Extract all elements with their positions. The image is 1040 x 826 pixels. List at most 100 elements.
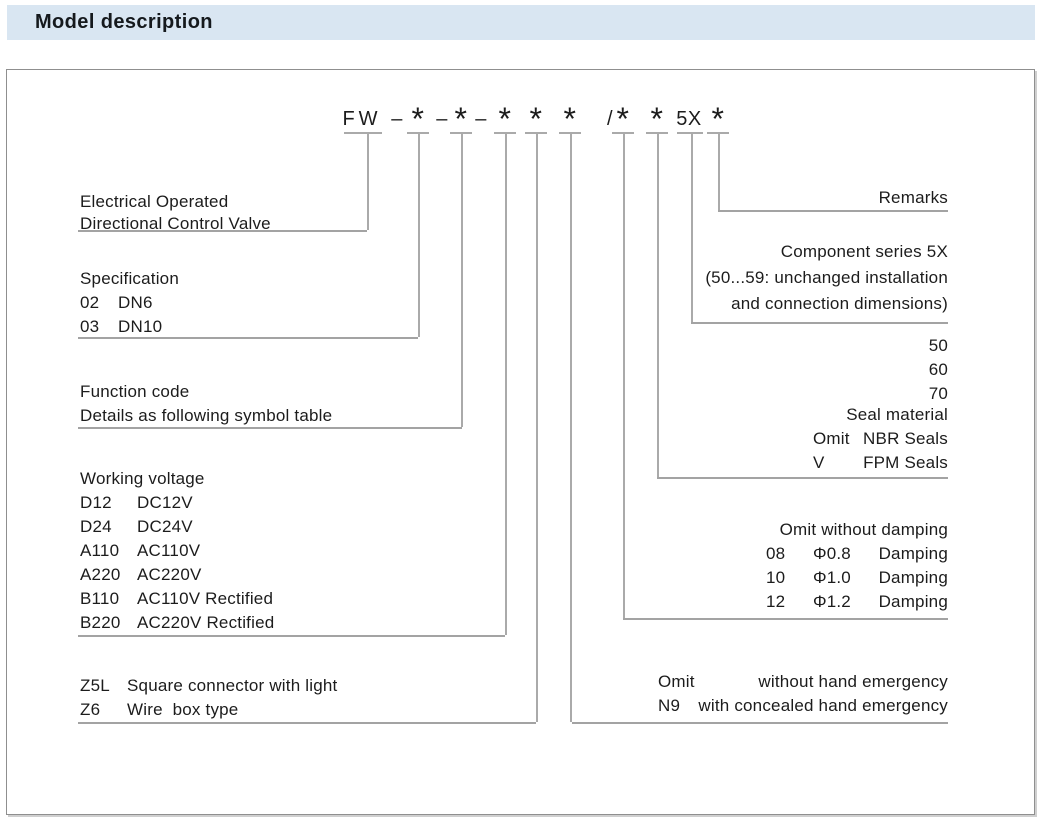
underline-connector [78, 722, 536, 724]
hand-emergency-code: Omit [658, 672, 695, 691]
code-dash-2: – [436, 108, 448, 130]
voltage-desc: AC220V [137, 565, 202, 584]
code-star-3: * [498, 101, 512, 137]
voltage-row: A220 AC220V [80, 563, 202, 587]
hand-emergency-desc: with concealed hand emergency [698, 696, 948, 715]
code-star-6: * [616, 101, 630, 137]
voltage-desc: AC220V Rectified [137, 613, 275, 632]
connector-desc: Wire box type [127, 700, 239, 719]
code-star-7: * [650, 101, 664, 137]
specification-title: Specification [80, 269, 179, 288]
component-series-line2: (50...59: unchanged installation [705, 268, 948, 287]
seal-material-title: Seal material [846, 405, 948, 424]
component-series-line1: Component series 5X [780, 242, 948, 261]
spec-desc: DN6 [118, 293, 153, 312]
tick-fw [344, 132, 382, 134]
code-series-5x: 5X [676, 108, 702, 130]
function-code-line2: Details as following symbol table [80, 406, 333, 425]
voltage-row: A110 AC110V [80, 539, 200, 563]
connector-row: Z5L Square connector with light [80, 674, 337, 698]
stem-working-voltage [505, 133, 507, 635]
underline-damping [623, 618, 948, 620]
voltage-code: A220 [80, 565, 121, 584]
code-star-1: * [411, 101, 425, 137]
valve-label-line2: Directional Control Valve [80, 214, 271, 233]
underline-valve [78, 230, 367, 232]
code-star-2: * [454, 101, 468, 137]
voltage-desc: DC12V [137, 493, 193, 512]
page-title: Model description [35, 11, 213, 33]
hand-emergency-row: N9 with concealed hand emergency [658, 694, 948, 718]
tick-5x [677, 132, 703, 134]
code-dash-1: – [391, 108, 403, 130]
code-dash-3: – [475, 108, 487, 130]
connector-code: Z5L [80, 676, 110, 695]
damping-diameter: Φ1.0 [812, 568, 851, 587]
damping-code: 12 [766, 592, 786, 611]
voltage-desc: AC110V [137, 541, 201, 560]
underline-working-voltage [78, 635, 505, 637]
damping-diameter: Φ0.8 [812, 544, 851, 563]
voltage-code: B110 [80, 589, 120, 608]
code-star-4: * [529, 101, 543, 137]
stem-seal-material [657, 133, 659, 477]
voltage-code: D24 [80, 517, 112, 536]
series-option-60: 60 [928, 360, 948, 379]
damping-label: Damping [878, 592, 948, 611]
content-frame [6, 69, 1035, 815]
stem-specification [418, 133, 420, 337]
spec-code: 03 [80, 317, 100, 336]
stem-fw [367, 133, 369, 230]
code-star-8: * [711, 101, 725, 137]
seal-row: Omit NBR Seals [813, 427, 948, 451]
voltage-row: D12 DC12V [80, 491, 193, 515]
voltage-code: D12 [80, 493, 112, 512]
underline-component-series [691, 322, 948, 324]
stem-hand-emergency [570, 133, 572, 722]
code-slash: / [606, 108, 614, 130]
seal-code: Omit [813, 429, 850, 448]
series-option-50: 50 [928, 336, 948, 355]
component-series-line3: and connection dimensions) [731, 294, 948, 313]
underline-hand-emergency [572, 722, 948, 724]
stem-component-series [691, 133, 693, 322]
damping-title: Omit without damping [779, 520, 948, 539]
voltage-row: B220 AC220V Rectified [80, 611, 274, 635]
stem-connector [536, 133, 538, 722]
voltage-row: D24 DC24V [80, 515, 193, 539]
hand-emergency-desc: without hand emergency [758, 672, 948, 691]
seal-row: V FPM Seals [813, 451, 948, 475]
component-series-block: Component series 5X (50...59: unchanged … [705, 239, 948, 317]
code-prefix-fw: FW [342, 108, 382, 130]
damping-row: 10 Φ1.0 Damping [766, 566, 948, 590]
function-code-line1: Function code [80, 382, 190, 401]
hand-emergency-row: Omit without hand emergency [658, 670, 948, 694]
stem-remarks [718, 133, 720, 210]
connector-desc: Square connector with light [127, 676, 338, 695]
underline-seal-material [657, 477, 948, 479]
damping-label: Damping [878, 544, 948, 563]
underline-function-code [78, 427, 462, 429]
code-star-5: * [563, 101, 577, 137]
seal-desc: NBR Seals [863, 429, 948, 448]
spec-code: 02 [80, 293, 100, 312]
hand-emergency-code: N9 [658, 696, 681, 715]
connector-row: Z6 Wire box type [80, 698, 238, 722]
stem-function-code [461, 133, 463, 427]
specification-row: 03 DN10 [80, 315, 162, 339]
voltage-code: B220 [80, 613, 121, 632]
seal-desc: FPM Seals [863, 453, 948, 472]
working-voltage-title: Working voltage [80, 469, 205, 488]
damping-label: Damping [878, 568, 948, 587]
voltage-desc: DC24V [137, 517, 193, 536]
damping-diameter: Φ1.2 [812, 592, 851, 611]
voltage-code: A110 [80, 541, 120, 560]
seal-code: V [813, 453, 825, 472]
damping-code: 10 [766, 568, 786, 587]
spec-desc: DN10 [118, 317, 163, 336]
damping-code: 08 [766, 544, 786, 563]
section-header-bar: Model description [7, 5, 1035, 40]
damping-row: 08 Φ0.8 Damping [766, 542, 948, 566]
voltage-desc: AC110V Rectified [137, 589, 274, 608]
